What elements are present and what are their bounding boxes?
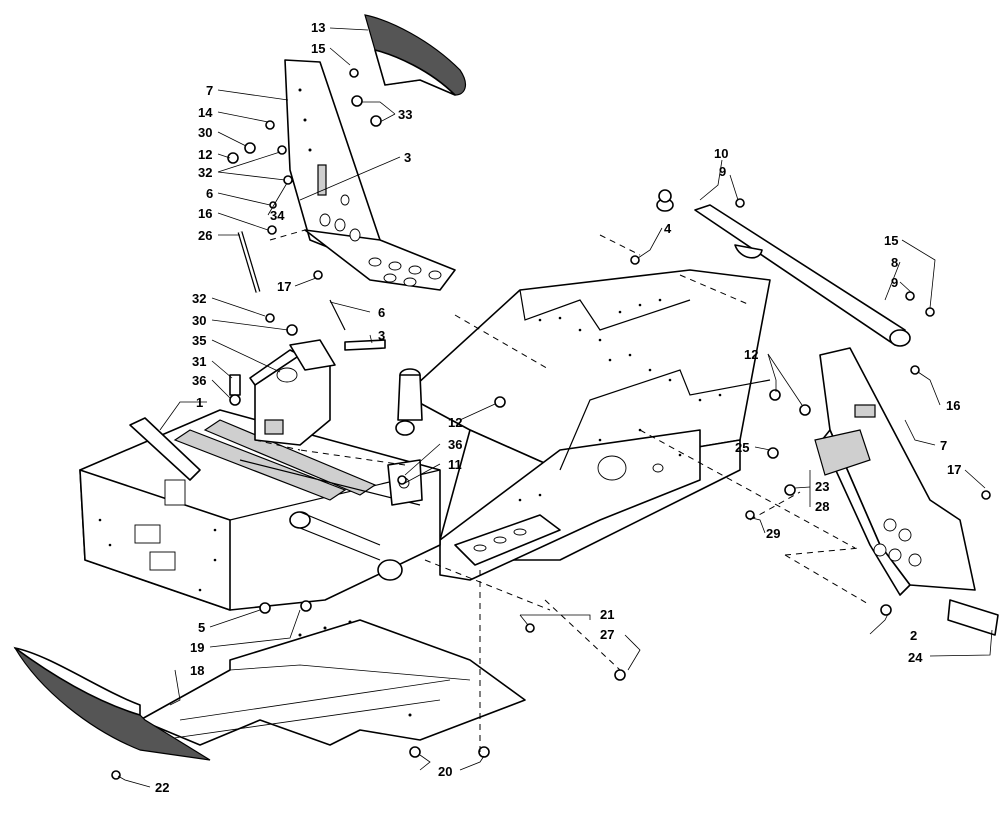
callout-17-right: 17 <box>947 462 961 477</box>
callout-1: 1 <box>196 395 203 410</box>
callout-11: 11 <box>448 457 462 472</box>
callout-28: 28 <box>815 499 829 514</box>
front-skid-plate <box>13 646 211 761</box>
callout-30: 30 <box>198 125 212 140</box>
mount-bracket <box>249 339 336 446</box>
callout-labels: 13 15 7 14 33 30 12 3 32 6 34 16 26 17 3… <box>155 20 961 795</box>
callout-3: 3 <box>404 150 411 165</box>
callout-3-lower: 3 <box>378 328 385 343</box>
callout-26: 26 <box>198 228 212 243</box>
callout-34: 34 <box>270 208 285 223</box>
callout-20: 20 <box>438 764 452 779</box>
hood-cover <box>364 14 467 96</box>
callout-36-center: 36 <box>448 437 462 452</box>
callout-8: 8 <box>891 255 898 270</box>
callout-24: 24 <box>908 650 923 665</box>
callout-10: 10 <box>714 146 728 161</box>
callout-36: 36 <box>192 373 206 388</box>
callout-21: 21 <box>600 607 614 622</box>
chassis-frame <box>404 269 771 581</box>
callout-23: 23 <box>815 479 829 494</box>
rear-axle-tube <box>656 198 911 347</box>
callout-7: 7 <box>206 83 213 98</box>
left-footrest-bracket <box>284 59 456 291</box>
callout-12-center: 12 <box>448 415 462 430</box>
belly-pan <box>139 619 526 746</box>
callout-19: 19 <box>190 640 204 655</box>
callout-22: 22 <box>155 780 169 795</box>
callout-30-lower: 30 <box>192 313 206 328</box>
callout-17: 17 <box>277 279 291 294</box>
callout-15-right: 15 <box>884 233 898 248</box>
callout-35: 35 <box>192 333 206 348</box>
callout-29: 29 <box>766 526 780 541</box>
callout-6: 6 <box>206 186 213 201</box>
rail-strip <box>947 599 999 636</box>
callout-9-right: 9 <box>891 275 898 290</box>
callout-6-lower: 6 <box>378 305 385 320</box>
callout-2: 2 <box>910 628 917 643</box>
fasteners <box>111 68 991 780</box>
callout-18: 18 <box>190 663 204 678</box>
callout-32-lower: 32 <box>192 291 206 306</box>
callout-12-right: 12 <box>744 347 758 362</box>
callout-16: 16 <box>198 206 212 221</box>
callout-27: 27 <box>600 627 614 642</box>
callout-32: 32 <box>198 165 212 180</box>
callout-16-right: 16 <box>946 398 960 413</box>
rear-bumper <box>814 347 976 596</box>
rivet-rows <box>518 298 722 502</box>
leader-lines <box>117 27 993 788</box>
callout-4: 4 <box>664 221 672 236</box>
callout-14: 14 <box>198 105 213 120</box>
callout-9: 9 <box>719 164 726 179</box>
callout-7-right: 7 <box>940 438 947 453</box>
callout-25: 25 <box>735 440 749 455</box>
callout-33: 33 <box>398 107 412 122</box>
callout-5: 5 <box>198 620 205 635</box>
callout-15: 15 <box>311 41 325 56</box>
callout-12: 12 <box>198 147 212 162</box>
callout-31: 31 <box>192 354 206 369</box>
callout-13: 13 <box>311 20 325 35</box>
